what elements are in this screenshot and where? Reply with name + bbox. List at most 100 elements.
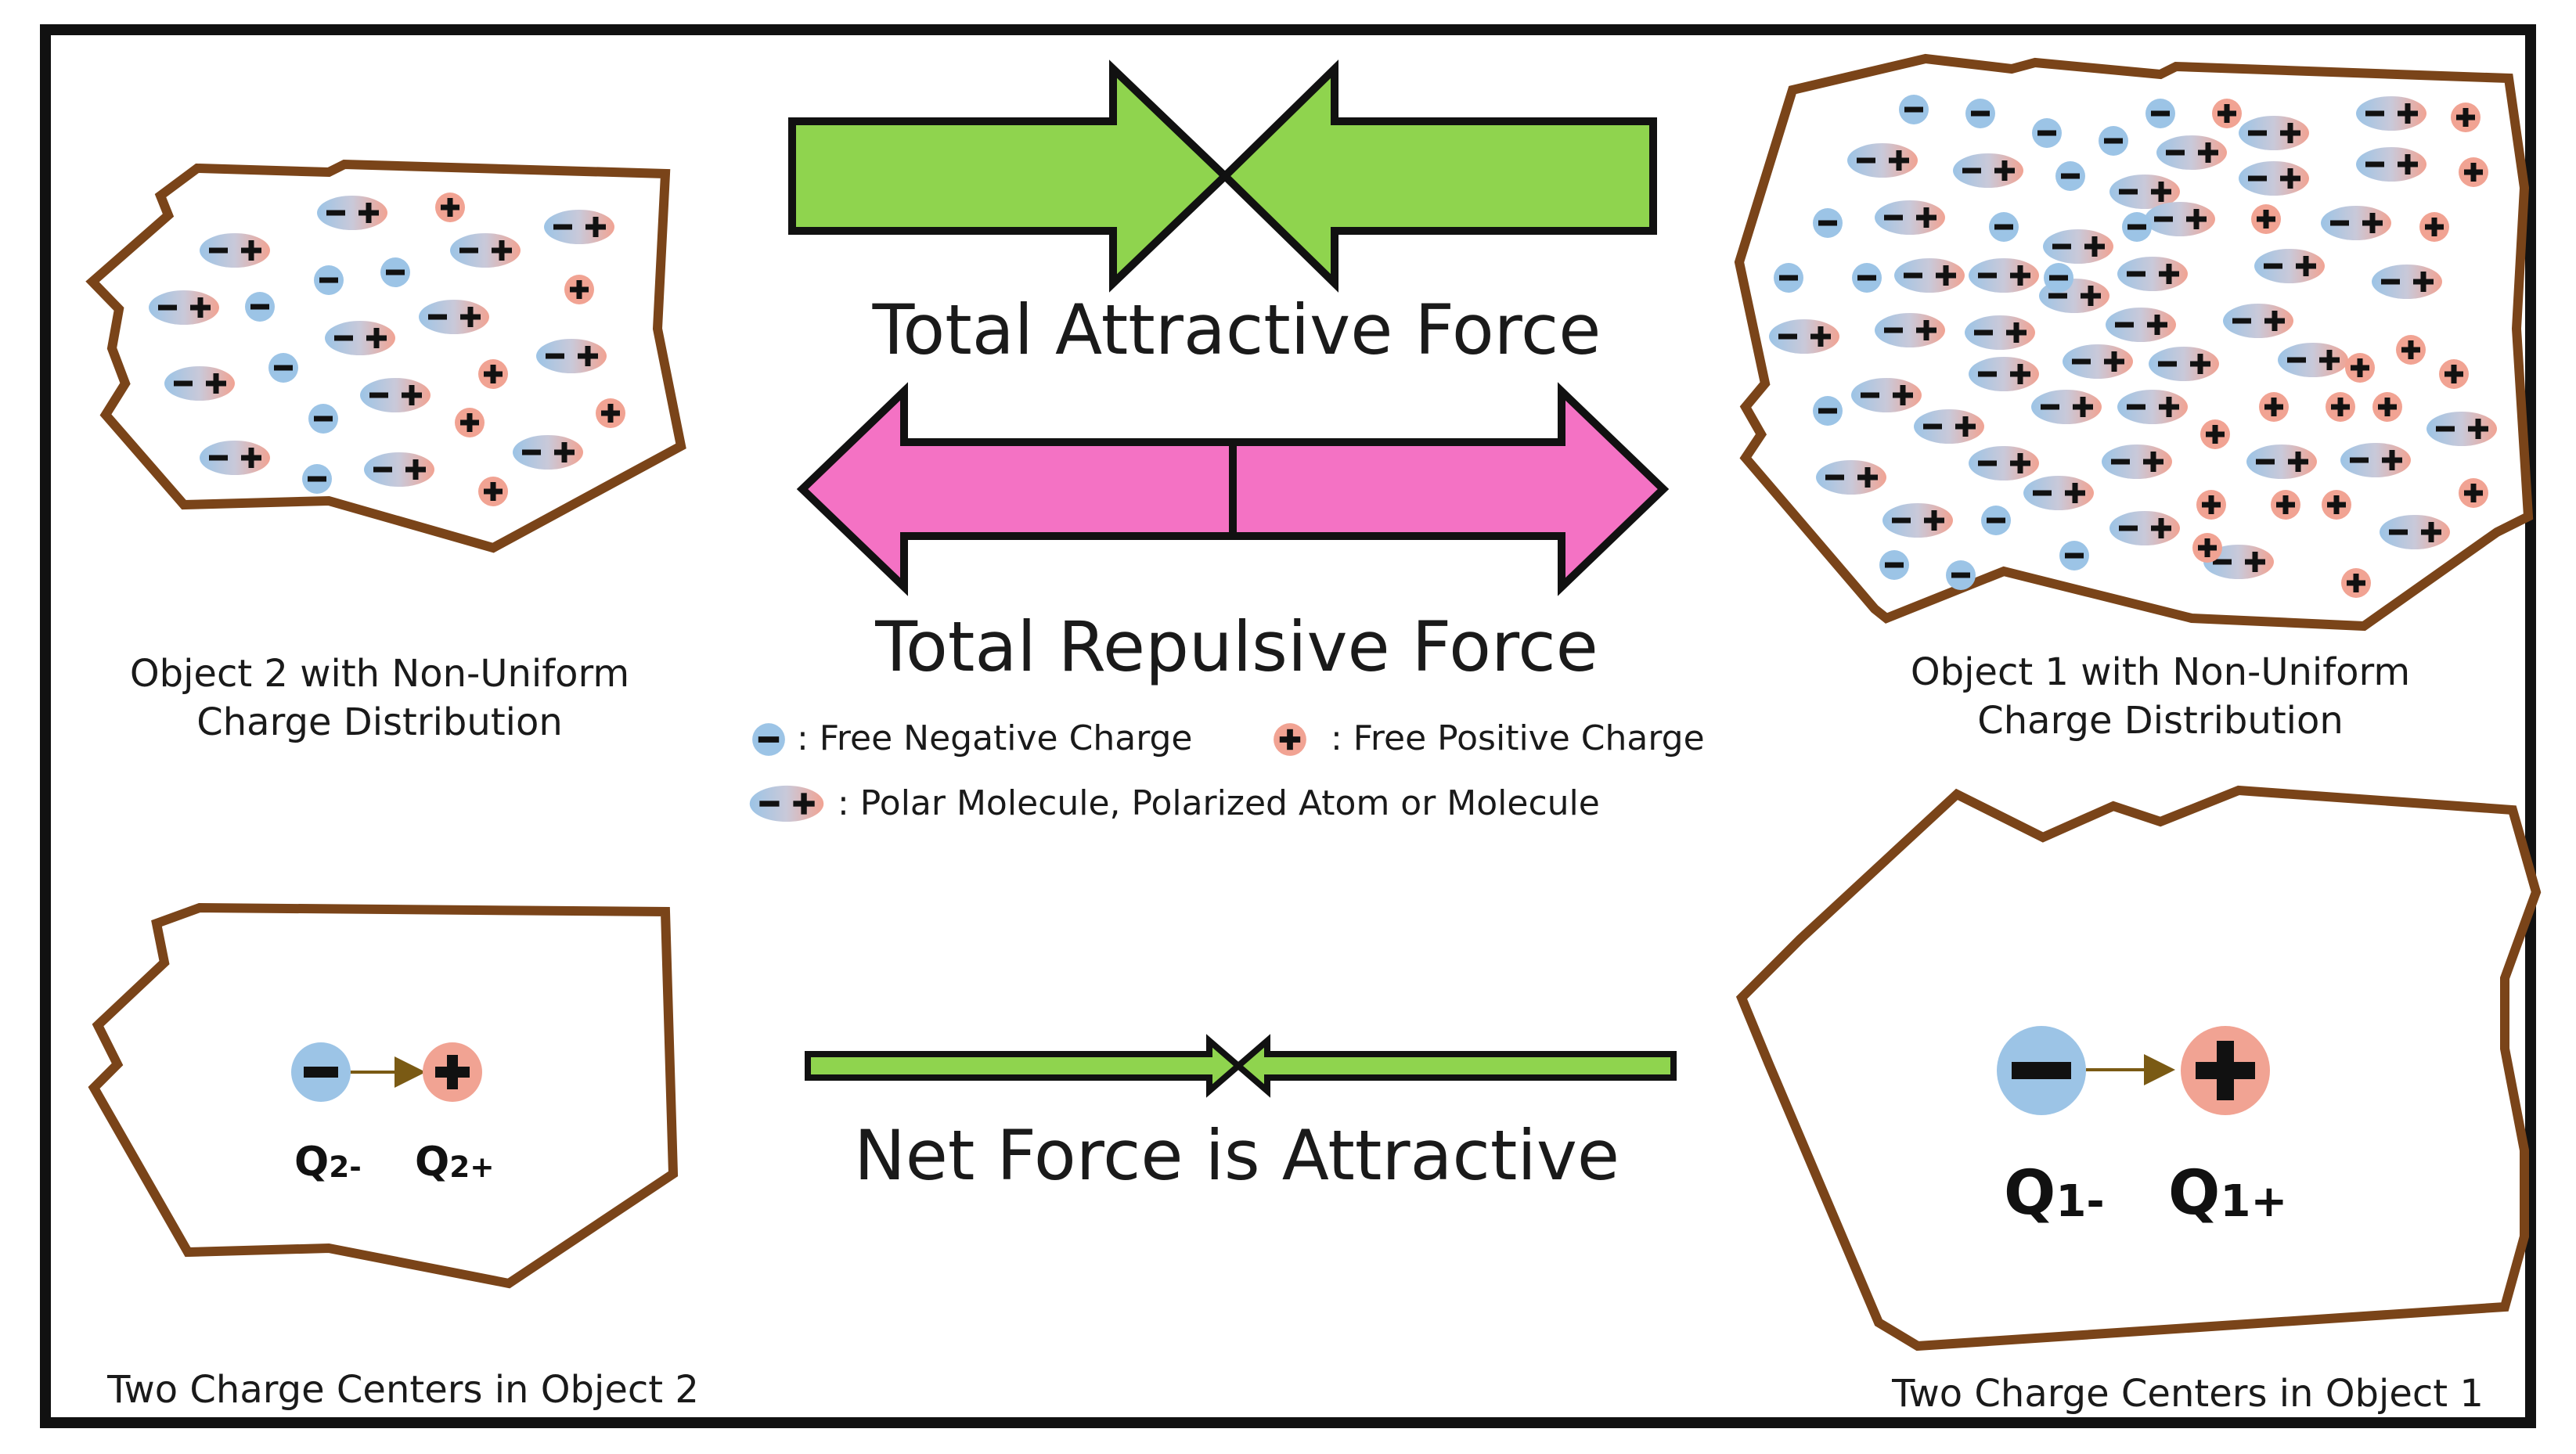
polar-molecule-icon xyxy=(2239,161,2309,196)
object1-caption-line2: Charge Distribution xyxy=(1977,699,2344,743)
legend-positive-icon xyxy=(1274,723,1306,756)
polar-molecule-icon xyxy=(2109,175,2180,209)
polar-molecule-icon xyxy=(164,366,235,401)
object2-caption-line1: Object 2 with Non-Uniform xyxy=(129,652,630,696)
legend-polar-icon xyxy=(749,785,824,822)
q1-positive-label: Q1+ xyxy=(2168,1158,2288,1229)
polar-molecule-icon xyxy=(2356,147,2426,182)
negative-charge-icon xyxy=(2122,212,2152,242)
polar-molecule-icon xyxy=(2117,390,2188,424)
q2-positive-center xyxy=(423,1042,482,1102)
positive-charge-icon xyxy=(2419,212,2449,242)
polar-molecule-icon xyxy=(1969,446,2039,480)
polar-molecule-icon xyxy=(2372,265,2442,299)
net-arrow-right xyxy=(805,1034,1244,1098)
polar-molecule-icon xyxy=(1875,200,1945,235)
polar-molecule-icon xyxy=(1816,460,1886,495)
negative-charge-icon xyxy=(1774,263,1803,293)
negative-charge-icon xyxy=(2032,118,2062,148)
negative-charge-icon xyxy=(314,265,344,295)
polar-molecule-icon xyxy=(1894,258,1965,293)
polar-molecule-icon xyxy=(1953,153,2023,188)
attractive-force-label: Total Attractive Force xyxy=(872,290,1601,370)
polar-molecule-icon xyxy=(544,210,614,244)
q2-negative-label: Q2- xyxy=(294,1139,362,1186)
positive-charge-icon xyxy=(596,398,625,428)
polar-molecule-icon xyxy=(2426,412,2497,446)
q1-negative-center xyxy=(1997,1026,2086,1115)
polar-molecule-icon xyxy=(2023,476,2094,510)
object1-centers-caption: Two Charge Centers in Object 1 xyxy=(1892,1372,2484,1416)
positive-charge-icon xyxy=(564,275,594,304)
polar-molecule-icon xyxy=(1851,378,1922,412)
positive-charge-icon xyxy=(2439,359,2469,389)
positive-charge-icon xyxy=(2326,392,2355,422)
polar-molecule-icon xyxy=(1882,503,1953,538)
positive-charge-icon xyxy=(2212,99,2242,128)
negative-charge-icon xyxy=(380,257,410,287)
q2-negative-center xyxy=(291,1042,351,1102)
polar-molecule-icon xyxy=(200,233,270,268)
polar-molecule-icon xyxy=(1769,319,1839,354)
object2-centers-outline xyxy=(88,902,679,1289)
polar-molecule-icon xyxy=(360,378,431,412)
positive-charge-icon xyxy=(2271,490,2300,520)
positive-charge-icon xyxy=(2372,392,2402,422)
polar-molecule-icon xyxy=(1969,357,2039,391)
negative-charge-icon xyxy=(1981,506,2011,535)
positive-charge-icon xyxy=(435,193,465,222)
polar-molecule-icon xyxy=(2145,202,2215,236)
negative-charge-icon xyxy=(1852,263,1882,293)
negative-charge-icon xyxy=(302,464,332,494)
positive-charge-icon xyxy=(2251,204,2281,234)
object2-centers-caption: Two Charge Centers in Object 2 xyxy=(107,1368,699,1412)
positive-charge-icon xyxy=(2200,419,2230,449)
repulsive-arrow-right xyxy=(1229,382,1670,596)
negative-charge-icon xyxy=(1813,208,1843,238)
polar-molecule-icon xyxy=(317,196,387,230)
polar-molecule-icon xyxy=(2278,343,2348,377)
negative-charge-icon xyxy=(2044,263,2073,293)
polar-molecule-icon xyxy=(1847,143,1918,178)
negative-charge-icon xyxy=(2059,541,2089,570)
polar-molecule-icon xyxy=(2043,229,2113,264)
positive-charge-icon xyxy=(2345,353,2375,383)
polar-molecule-icon xyxy=(1965,315,2035,350)
q1-positive-center xyxy=(2181,1026,2270,1115)
object2-caption-line2: Charge Distribution xyxy=(196,700,563,745)
negative-charge-icon xyxy=(268,353,298,383)
polar-molecule-icon xyxy=(200,441,270,475)
polar-molecule-icon xyxy=(513,435,583,470)
polar-molecule-icon xyxy=(450,233,521,268)
polar-molecule-icon xyxy=(749,785,824,822)
polar-molecule-icon xyxy=(2109,511,2180,545)
polar-molecule-icon xyxy=(2102,444,2172,479)
negative-charge-icon xyxy=(1899,95,1929,124)
positive-charge-icon xyxy=(478,477,508,506)
q1-negative-label: Q1- xyxy=(2004,1158,2105,1229)
positive-charge-icon xyxy=(2259,392,2289,422)
attractive-arrow-left xyxy=(1219,59,1657,293)
negative-charge-icon xyxy=(1813,396,1843,426)
legend-positive-text: : Free Positive Charge xyxy=(1331,718,1705,758)
attractive-arrow-right xyxy=(788,59,1231,293)
repulsive-arrow-left xyxy=(796,382,1237,596)
negative-charge-icon xyxy=(2099,126,2128,156)
polar-molecule-icon xyxy=(2340,443,2411,477)
negative-charge-icon xyxy=(2145,99,2175,128)
object1-caption: Object 1 with Non-Uniform Charge Distrib… xyxy=(1859,648,2462,746)
polar-molecule-icon xyxy=(2239,116,2309,150)
polar-molecule-icon xyxy=(536,339,607,373)
negative-charge-icon xyxy=(1965,99,1995,128)
polar-molecule-icon xyxy=(1875,313,1945,347)
legend-negative-text: : Free Negative Charge xyxy=(797,718,1193,758)
q2-positive-label: Q2+ xyxy=(415,1139,495,1186)
polar-molecule-icon xyxy=(325,321,395,355)
negative-charge-icon xyxy=(1879,550,1909,580)
polar-molecule-icon xyxy=(2117,257,2188,291)
polar-molecule-icon xyxy=(2149,347,2219,381)
net-arrow-left xyxy=(1233,1034,1677,1098)
positive-charge-icon xyxy=(2322,490,2351,520)
polar-molecule-icon xyxy=(364,452,434,487)
